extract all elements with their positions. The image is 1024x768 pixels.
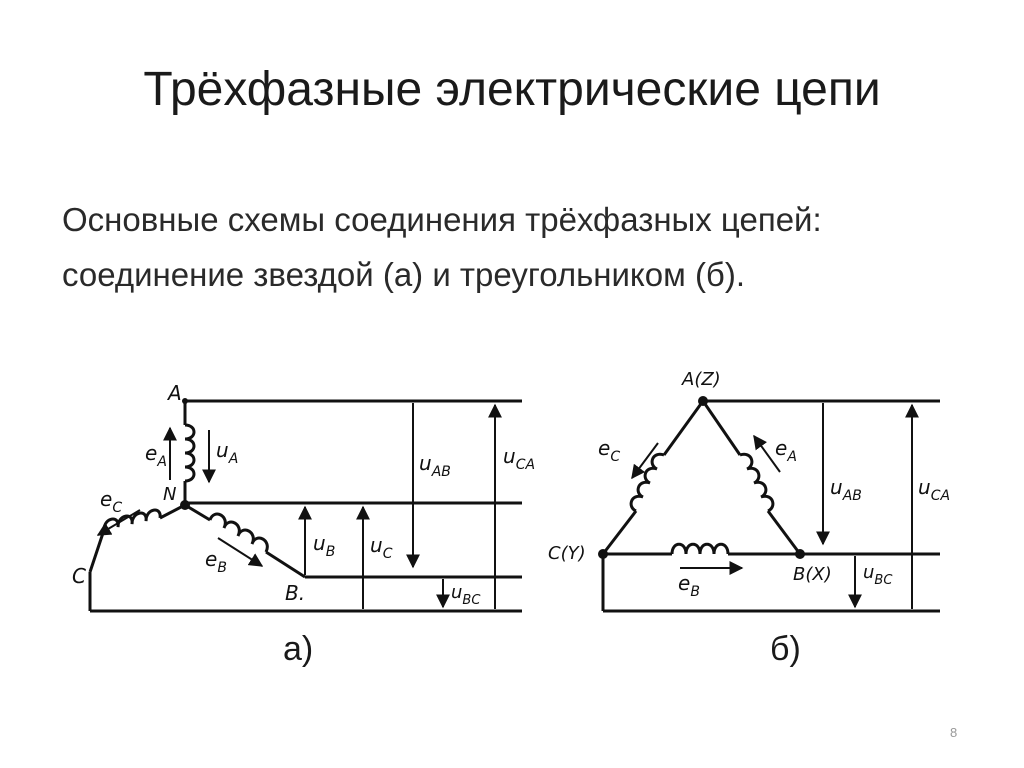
label-az: A(Z) — [681, 369, 721, 390]
label-eb: eB — [205, 547, 227, 576]
label-ua: uA — [216, 438, 238, 467]
delta-left-coil — [629, 452, 665, 513]
slide-body-text: Основные схемы соединения трёхфазных цеп… — [62, 201, 822, 293]
label-a: A — [166, 381, 182, 405]
label-uca: uCA — [503, 444, 535, 473]
phase-c-coil — [102, 508, 162, 531]
label-uca-b: uCA — [918, 475, 950, 504]
phase-b-wire-2 — [265, 550, 306, 579]
arrow-ec-b — [631, 442, 659, 480]
arrow-ea-b — [753, 434, 781, 473]
arrow-ec — [96, 509, 141, 536]
phase-c-wire-2 — [88, 529, 106, 573]
label-uab-b: uAB — [830, 475, 862, 504]
label-ec-b: eC — [598, 436, 620, 465]
node-cy — [598, 549, 608, 559]
label-ubc: uBC — [451, 582, 481, 608]
label-n: N — [163, 484, 176, 505]
node-bx — [795, 549, 805, 559]
node-az — [698, 396, 708, 406]
label-ubc-b: uBC — [863, 562, 893, 588]
label-eb-b: eB — [678, 571, 700, 600]
label-cy: C(Y) — [548, 543, 586, 564]
delta-right-wire-1 — [701, 400, 742, 456]
label-bx: B(X) — [793, 564, 832, 585]
delta-bottom-coil — [670, 542, 730, 555]
page-number: 8 — [950, 725, 958, 740]
delta-left-wire-2 — [601, 510, 638, 555]
caption-b: б) — [770, 630, 801, 668]
delta-left-wire-1 — [662, 400, 705, 456]
arrow-eb — [217, 537, 264, 567]
slide-title: Трёхфазные электрические цепи — [143, 63, 881, 116]
caption-a: а) — [283, 630, 314, 668]
label-ea-b: eA — [775, 436, 797, 465]
phase-b-coil — [208, 512, 269, 553]
diagram-a-star-connection — [88, 399, 522, 613]
label-c: C — [72, 564, 86, 588]
node-n — [180, 500, 190, 510]
label-ub: uB — [313, 531, 335, 560]
label-ea: eA — [145, 441, 167, 470]
label-ec: eC — [100, 487, 122, 516]
node-a — [182, 398, 188, 404]
label-b: B. — [285, 581, 305, 605]
phase-a-coil — [184, 423, 196, 483]
label-uab: uAB — [419, 451, 451, 480]
diagram-b-delta-connection — [601, 399, 940, 613]
label-uc: uC — [370, 533, 393, 562]
delta-right-coil — [739, 452, 775, 513]
delta-right-wire-2 — [766, 510, 802, 555]
